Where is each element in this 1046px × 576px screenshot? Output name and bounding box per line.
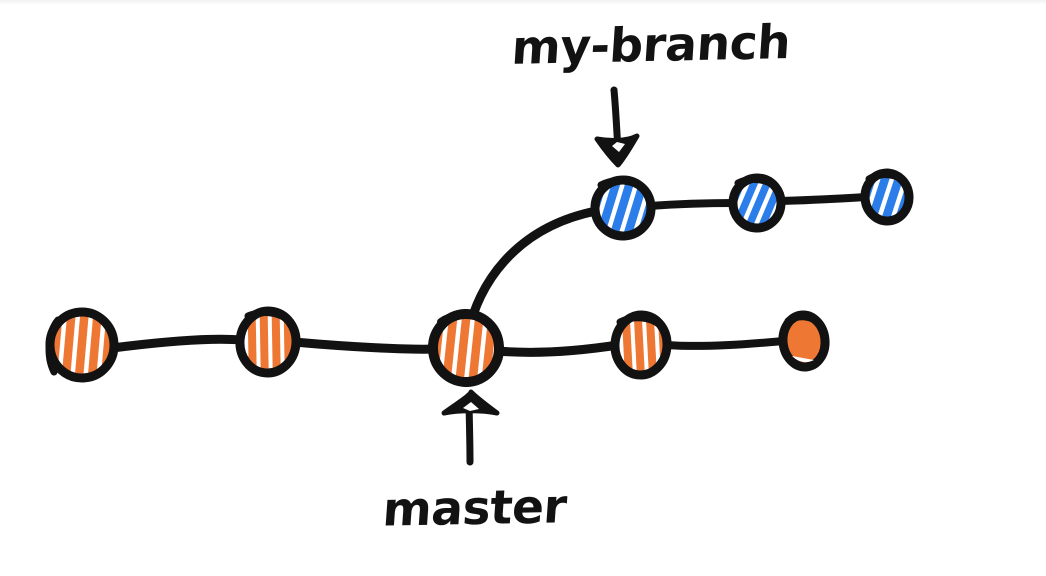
branch-label-my-branch: my-branch: [509, 15, 792, 76]
master-commit-nodes: [45, 306, 830, 387]
branch-label-master: master: [380, 479, 569, 538]
master-line: [100, 334, 788, 357]
commit-node-m5[interactable]: [778, 310, 830, 372]
branch-pointer-arrow: [594, 86, 640, 168]
commit-node-m4[interactable]: [610, 310, 672, 380]
branch-commit-nodes: [590, 168, 914, 241]
commit-node-b2[interactable]: [728, 173, 786, 233]
commit-node-b1[interactable]: [590, 175, 656, 241]
branch-line: [464, 193, 871, 335]
commit-node-m2[interactable]: [235, 306, 301, 378]
top-edge-band: [0, 0, 1046, 5]
commit-node-m3[interactable]: [427, 309, 505, 387]
master-pointer-arrow: [441, 389, 500, 466]
commit-node-b3[interactable]: [860, 168, 914, 226]
commit-node-m1[interactable]: [45, 307, 119, 383]
